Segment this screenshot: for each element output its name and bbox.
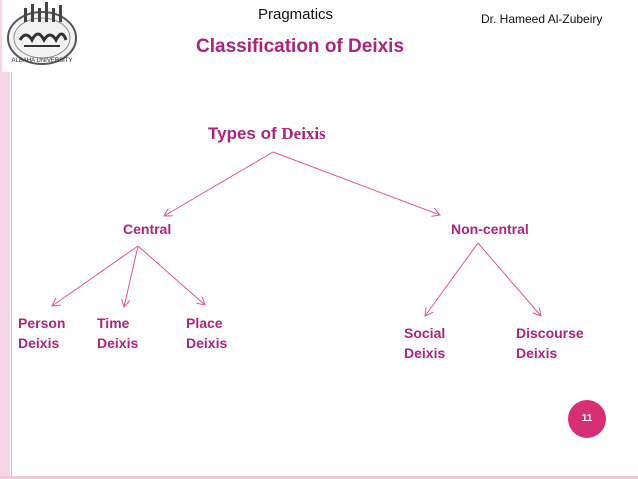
social-deixis-node: Social Deixis (404, 323, 445, 363)
discourse-deixis-line1: Discourse (516, 325, 584, 341)
root-node-prefix: Types of (208, 124, 282, 143)
person-deixis-node: Person Deixis (18, 313, 65, 353)
discourse-deixis-line2: Deixis (516, 345, 558, 361)
author-name: Dr. Hameed Al-Zubeiry (481, 12, 603, 26)
logo-caption: ALBAHA UNIVERSITY (11, 58, 72, 64)
place-deixis-line2: Deixis (186, 335, 228, 351)
arrow-root-to-central (164, 151, 274, 216)
bottom-accent-line (0, 476, 638, 479)
arrow-noncentral-to-social (425, 242, 479, 316)
arrow-root-to-noncentral (272, 151, 440, 215)
page-number-badge: 11 (568, 400, 606, 438)
arrow-noncentral-to-discourse (477, 242, 541, 316)
university-logo: ALBAHA UNIVERSITY (2, 0, 86, 72)
course-name: Pragmatics (258, 6, 334, 23)
time-deixis-line2: Deixis (97, 335, 139, 351)
time-deixis-line1: Time (97, 315, 130, 331)
left-accent-band (0, 0, 10, 479)
place-deixis-line1: Place (186, 315, 223, 331)
root-node-emphasis: Deixis (281, 124, 326, 143)
place-deixis-node: Place Deixis (186, 313, 227, 353)
arrow-central-to-place (137, 245, 205, 305)
discourse-deixis-node: Discourse Deixis (516, 323, 584, 363)
root-node: Types of Deixis (208, 124, 326, 144)
person-deixis-line1: Person (18, 315, 66, 331)
noncentral-node: Non-central (451, 221, 529, 237)
person-deixis-line2: Deixis (18, 335, 60, 351)
arrow-central-to-person (52, 245, 139, 306)
left-accent-line (11, 0, 12, 479)
time-deixis-node: Time Deixis (97, 313, 138, 353)
slide-title: Classification of Deixis (196, 36, 405, 57)
social-deixis-line1: Social (404, 325, 446, 341)
arrow-central-to-time (124, 245, 139, 307)
central-node: Central (123, 221, 172, 237)
social-deixis-line2: Deixis (404, 345, 446, 361)
